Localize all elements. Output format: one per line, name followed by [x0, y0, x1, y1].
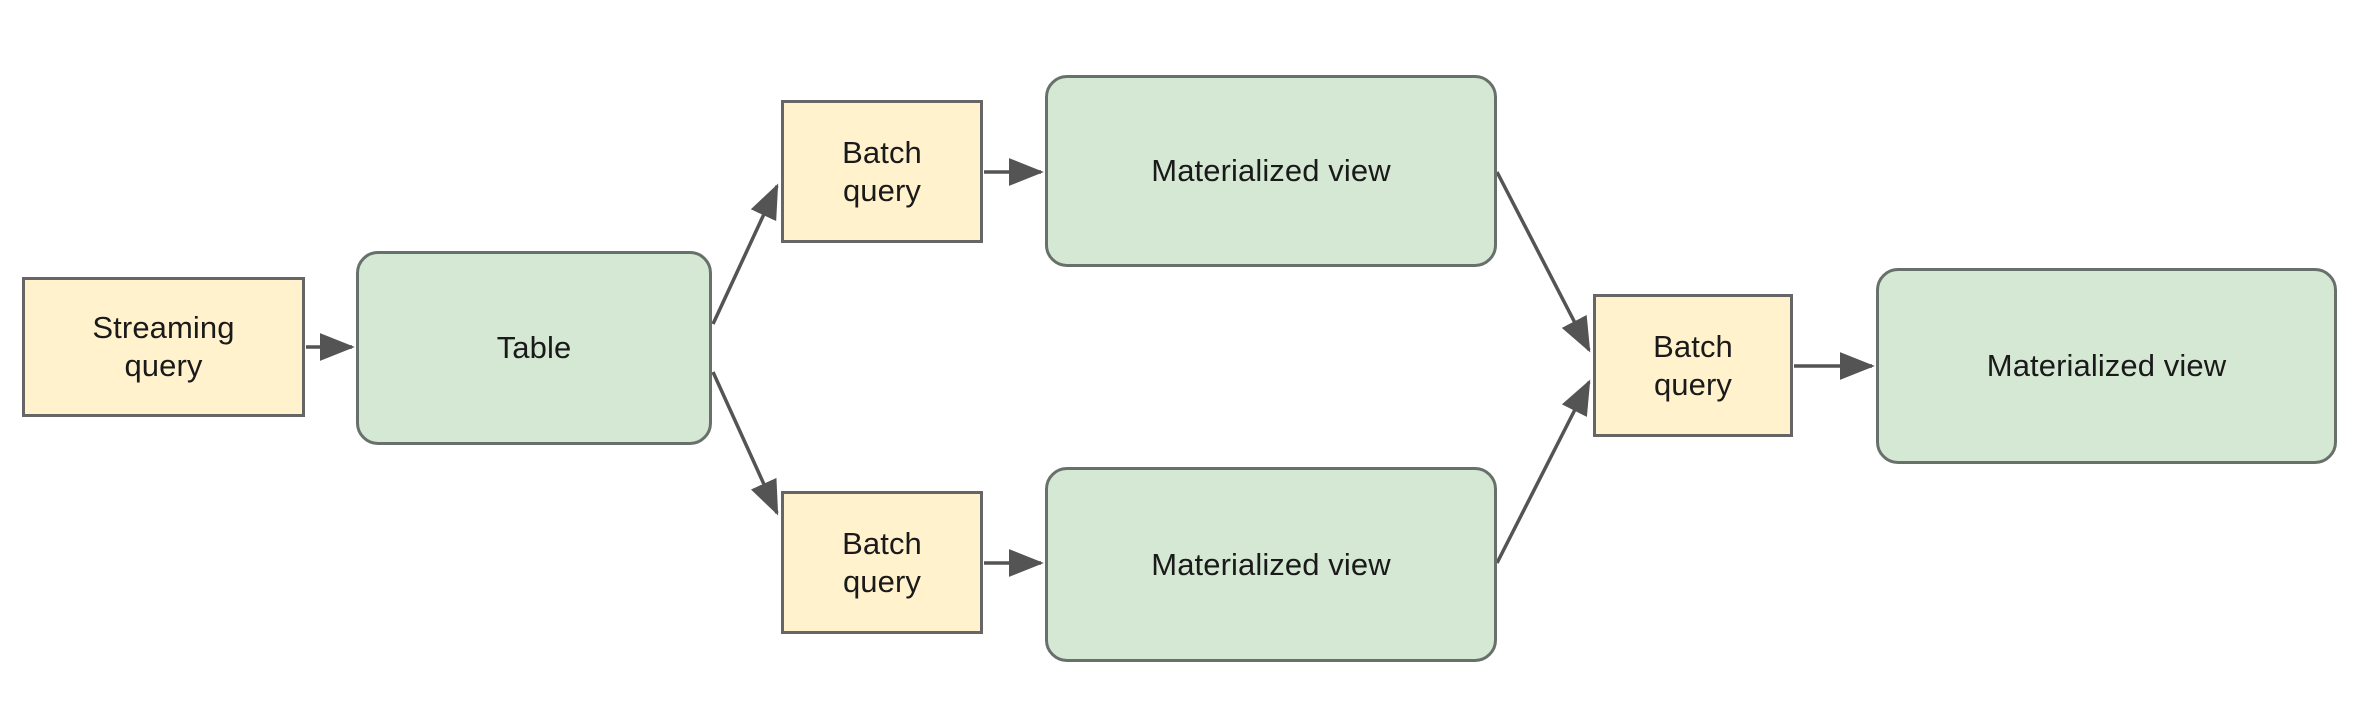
node-streaming-query[interactable]: Streaming query	[22, 277, 305, 417]
node-batch-query-bottom[interactable]: Batch query	[781, 491, 983, 634]
node-materialized-view-bottom[interactable]: Materialized view	[1045, 467, 1497, 662]
node-materialized-view-right[interactable]: Materialized view	[1876, 268, 2337, 464]
node-table-label: Table	[496, 330, 572, 366]
node-materialized-view-bottom-label: Materialized view	[1151, 546, 1391, 582]
node-batch-query-center-label: Batch query	[1653, 328, 1733, 402]
node-table[interactable]: Table	[356, 251, 712, 445]
edge-table-to-batch-query-bottom	[711, 371, 779, 516]
node-batch-query-center[interactable]: Batch query	[1593, 294, 1793, 437]
node-materialized-view-right-label: Materialized view	[1986, 348, 2227, 384]
node-batch-query-bottom-label: Batch query	[842, 525, 922, 599]
edge-table-to-batch-query-top	[711, 183, 779, 325]
edge-materialized-view-top-to-batch-query-center	[1495, 171, 1591, 353]
node-materialized-view-top-label: Materialized view	[1151, 153, 1391, 189]
node-streaming-query-label: Streaming query	[92, 310, 235, 383]
node-materialized-view-top[interactable]: Materialized view	[1045, 75, 1497, 267]
node-batch-query-top[interactable]: Batch query	[781, 100, 983, 243]
edge-materialized-view-bottom-to-batch-query-center	[1495, 379, 1591, 564]
node-batch-query-top-label: Batch query	[842, 134, 922, 208]
